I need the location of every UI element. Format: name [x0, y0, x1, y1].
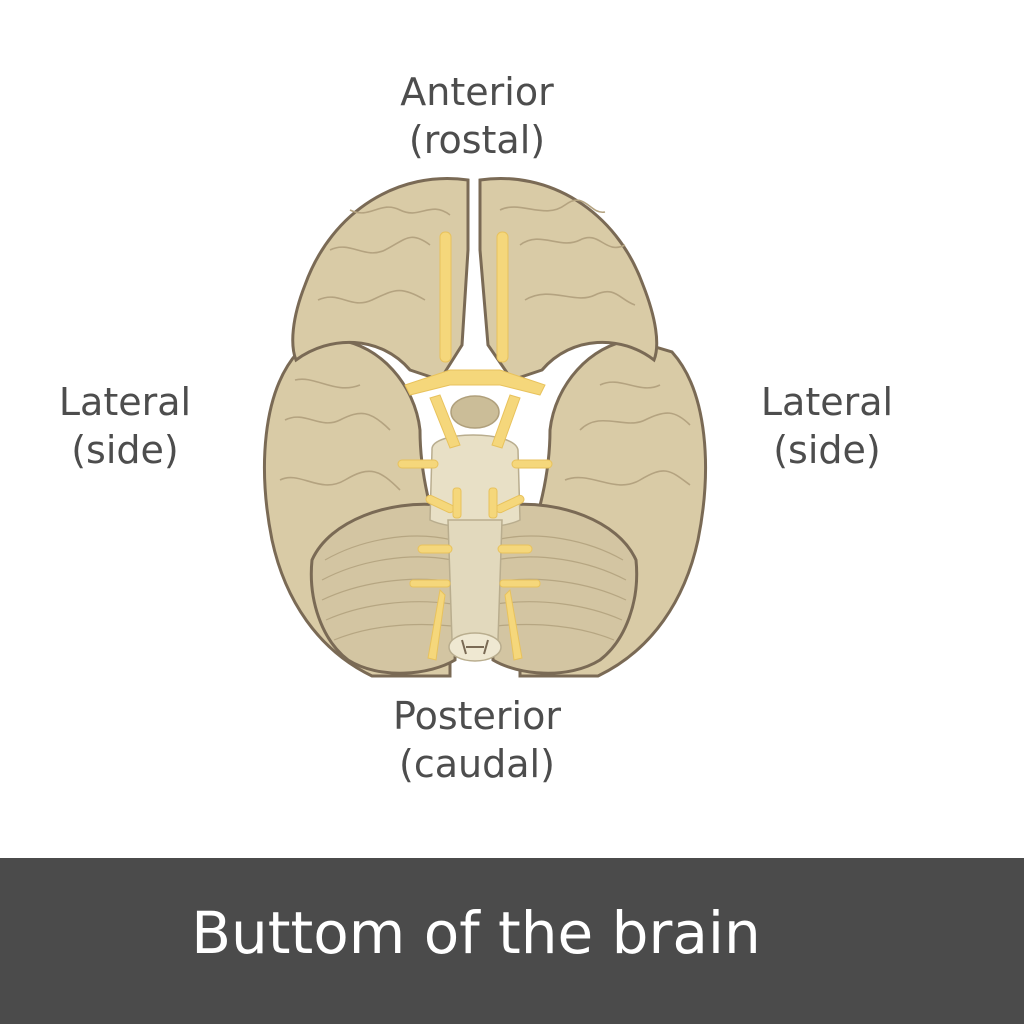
spinal-grey-matter [461, 639, 489, 655]
medulla [447, 519, 503, 649]
cranial-nerves [397, 231, 553, 661]
anterior-synonym: (rostal) [408, 118, 546, 162]
pons [429, 434, 521, 529]
anterior-label: Anterior (rostal) [362, 68, 592, 164]
lateral-left-label: Lateral (side) [20, 378, 230, 474]
posterior-term: Posterior [393, 694, 561, 738]
left-frontal-lobe [291, 177, 470, 382]
posterior-label: Posterior (caudal) [362, 692, 592, 788]
posterior-synonym: (caudal) [399, 742, 555, 786]
gyri-lines [279, 199, 691, 491]
brain-diagram [263, 177, 707, 678]
right-frontal-lobe [478, 177, 659, 382]
anterior-term: Anterior [400, 70, 554, 114]
lateral-right-term: Lateral [760, 380, 894, 424]
lateral-left-term: Lateral [58, 380, 192, 424]
lateral-right-label: Lateral (side) [722, 378, 932, 474]
footer-banner: Buttom of the brain [0, 858, 1024, 1024]
lateral-left-synonym: (side) [71, 428, 179, 472]
footer-title: Buttom of the brain [191, 899, 761, 967]
mammillary-bodies [450, 395, 500, 429]
lateral-right-synonym: (side) [773, 428, 881, 472]
